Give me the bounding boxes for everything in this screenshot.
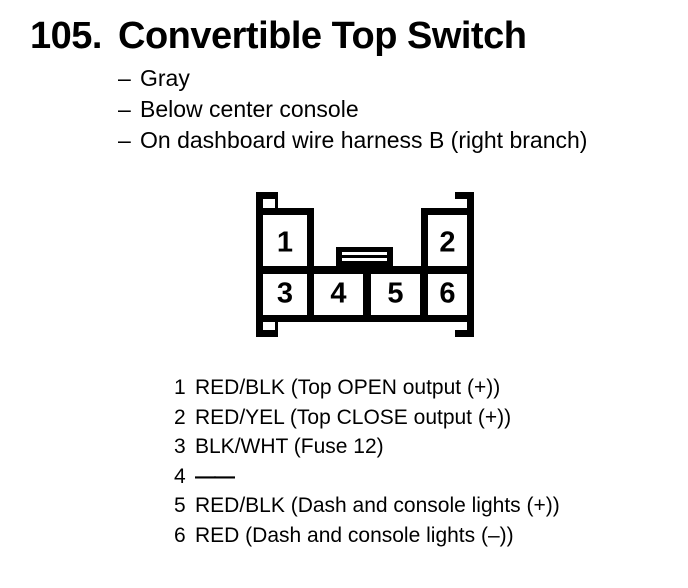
pin-row-number: 1: [174, 376, 186, 399]
latch-stripe-icon: [342, 258, 387, 261]
cavity-3: [263, 274, 307, 315]
key-notch-bottom-left-icon: [263, 322, 275, 330]
pin-row-description: RED/YEL (Top CLOSE output (+)): [195, 405, 512, 429]
note-dash: –: [118, 96, 131, 122]
pin-row-number: 6: [174, 523, 186, 547]
pin-row-number: 3: [174, 435, 186, 458]
pin-row-5: 5 RED/BLK (Dash and console lights (+)): [174, 491, 560, 521]
note-location: – Below center console: [118, 94, 587, 125]
pin-row-3: 3 BLK/WHT (Fuse 12): [174, 432, 560, 462]
note-text: On dashboard wire harness B (right branc…: [140, 127, 588, 153]
notes-list: – Gray – Below center console – On dashb…: [118, 63, 587, 156]
note-dash: –: [118, 127, 131, 153]
note-dash: –: [118, 65, 131, 91]
section-title: Convertible Top Switch: [118, 15, 527, 57]
pin-number-4: 4: [330, 278, 346, 310]
key-notch-top-left-icon: [263, 199, 275, 208]
pin-number-3: 3: [277, 278, 293, 310]
note-text: Below center console: [140, 96, 359, 122]
note-text: Gray: [140, 65, 190, 91]
pin-number-1: 1: [277, 227, 293, 259]
pin-number-5: 5: [387, 278, 403, 310]
cavity-6: [428, 274, 467, 315]
pin-number-6: 6: [439, 278, 455, 310]
pin-row-2: 2 RED/YEL (Top CLOSE output (+)): [174, 403, 560, 433]
note-harness: – On dashboard wire harness B (right bra…: [118, 125, 587, 156]
pin-row-4: 4 ——: [174, 462, 560, 492]
pin-legend: 1 RED/BLK (Top OPEN output (+)) 2 RED/YE…: [174, 373, 560, 550]
pin-row-description: BLK/WHT (Fuse 12): [195, 435, 384, 458]
key-notch-bottom-right-icon: [455, 322, 467, 330]
key-notch-top-right-icon: [455, 199, 467, 208]
note-color: – Gray: [118, 63, 587, 94]
pin-row-description: RED/BLK (Top OPEN output (+)): [195, 376, 501, 399]
pin-row-description: RED/BLK (Dash and console lights (+)): [195, 494, 560, 517]
pin-row-6: 6 RED (Dash and console lights (–)): [174, 521, 560, 551]
latch-stripe-icon: [342, 252, 387, 255]
cavity-1: [263, 215, 307, 266]
cavity-5: [371, 274, 420, 315]
page-title: 105. Convertible Top Switch: [30, 15, 527, 57]
pin-row-number: 2: [174, 405, 186, 429]
pin-row-description: RED (Dash and console lights (–)): [195, 523, 514, 547]
cavity-4: [314, 274, 363, 315]
pin-row-description: ——: [195, 464, 235, 488]
pin-row-number: 4: [174, 464, 186, 488]
pin-row-1: 1 RED/BLK (Top OPEN output (+)): [174, 373, 560, 403]
pin-number-2: 2: [439, 227, 455, 259]
pin-row-number: 5: [174, 494, 186, 517]
section-number: 105.: [30, 15, 102, 57]
cavity-2: [428, 215, 467, 266]
